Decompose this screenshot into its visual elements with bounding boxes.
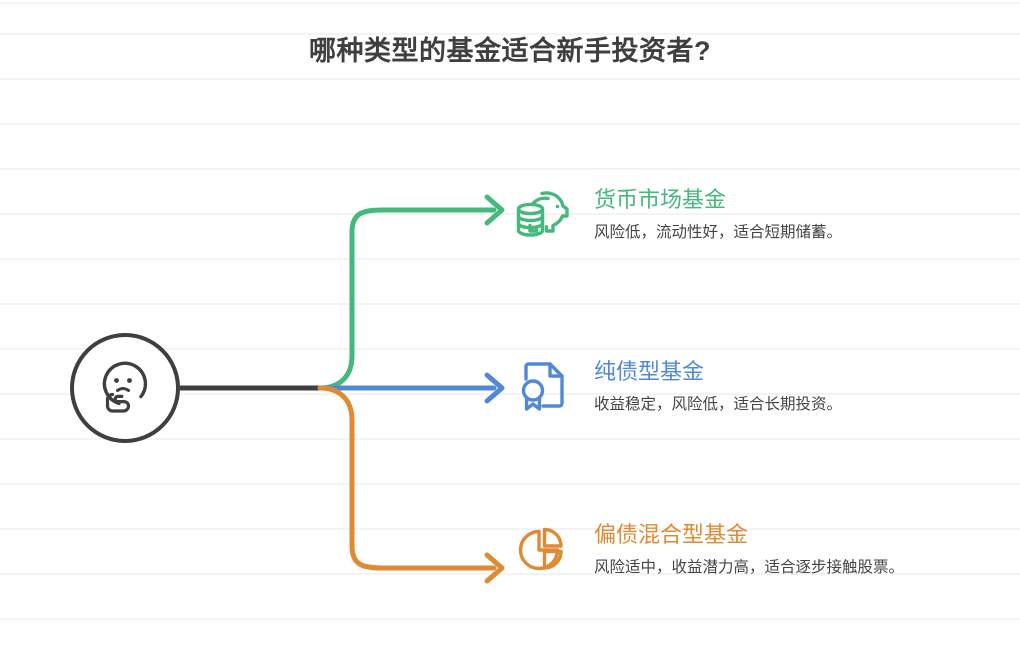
- branch-description: 收益稳定，风险低，适合长期投资。: [594, 396, 843, 413]
- branch-description: 风险低，流动性好，适合短期储蓄。: [594, 224, 843, 241]
- branch-line-1: [317, 207, 497, 391]
- branch-title: 货币市场基金: [594, 187, 727, 212]
- branch-item-bond-hybrid-fund[interactable]: 偏债混合型基金 风险适中，收益潜力高，适合逐步接触股票。: [510, 518, 939, 580]
- pie-chart-icon: [510, 518, 572, 580]
- certificate-document-icon: [510, 355, 572, 417]
- root-node[interactable]: [70, 333, 180, 443]
- branch-item-pure-bond-fund[interactable]: 纯债型基金 收益稳定，风险低，适合长期投资。: [510, 355, 939, 417]
- branch-title: 纯债型基金: [594, 359, 705, 384]
- branch-text-block: 纯债型基金 收益稳定，风险低，适合长期投资。: [594, 355, 939, 417]
- page-title: 哪种类型的基金适合新手投资者?: [309, 36, 711, 66]
- branch-text-block: 货币市场基金 风险低，流动性好，适合短期储蓄。: [594, 183, 939, 245]
- thinking-face-icon: [102, 361, 148, 413]
- branch-description: 风险适中，收益潜力高，适合逐步接触股票。: [594, 559, 905, 576]
- branch-line-3: [317, 385, 497, 571]
- branch-item-money-market-fund[interactable]: 货币市场基金 风险低，流动性好，适合短期储蓄。: [510, 183, 939, 245]
- branch-title: 偏债混合型基金: [594, 522, 749, 547]
- branch-text-block: 偏债混合型基金 风险适中，收益潜力高，适合逐步接触股票。: [594, 518, 939, 580]
- piggy-bank-coins-icon: [510, 183, 572, 245]
